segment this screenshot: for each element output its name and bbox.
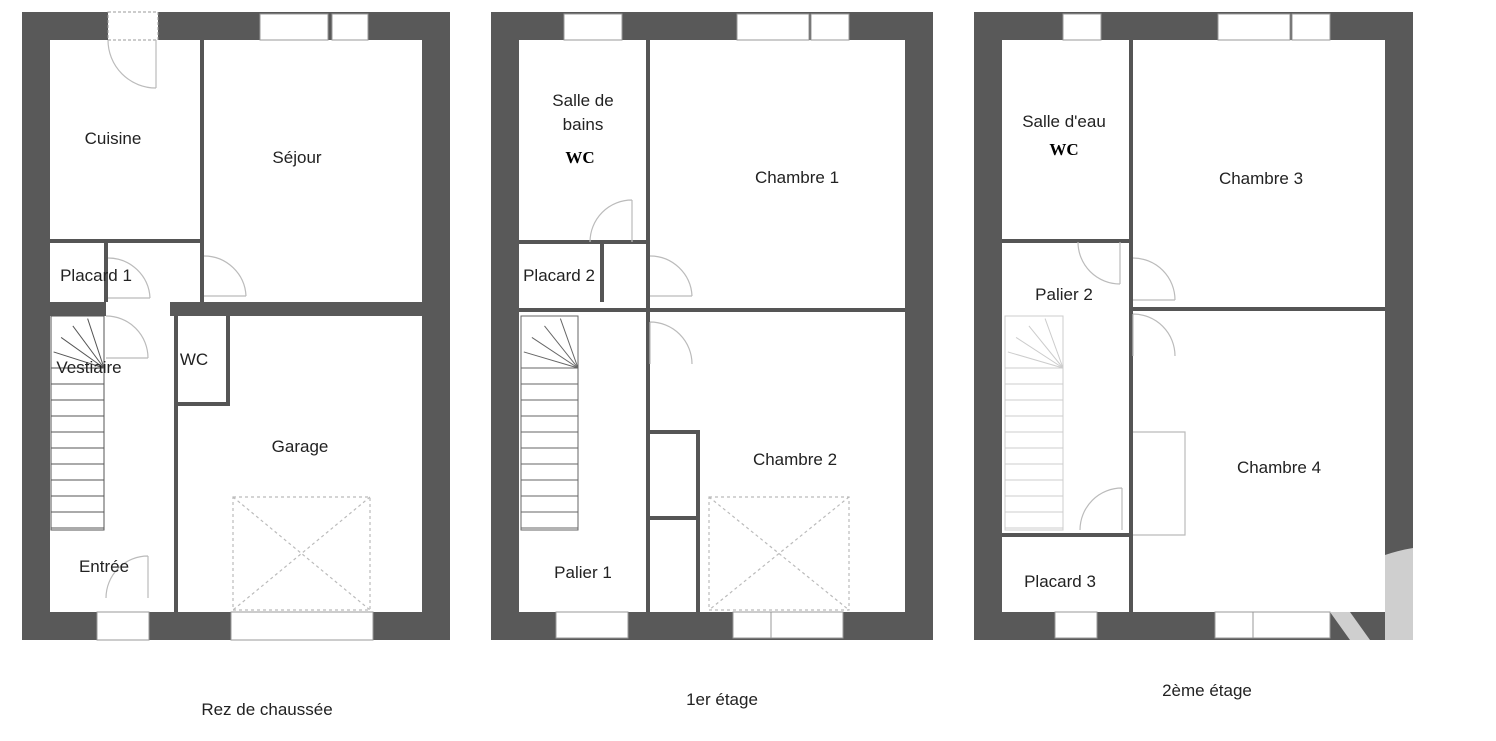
openings: [96, 11, 1331, 641]
stair-winder: [53, 351, 105, 369]
floor-caption-first: 1er étage: [686, 690, 758, 709]
room-label-placard-3: Placard 3: [1024, 572, 1096, 591]
room-label-wc-first: WC: [565, 148, 595, 167]
room-label-palier-2: Palier 2: [1035, 285, 1093, 304]
room-label-palier-1: Palier 1: [554, 563, 612, 582]
room-label-garage: Garage: [271, 437, 329, 456]
stair-winder: [87, 318, 105, 369]
stair-winder: [1015, 337, 1064, 369]
stair-winder: [523, 351, 579, 369]
stair-winder: [72, 325, 105, 369]
stair-winder: [559, 318, 579, 369]
room-label-entree: Entrée: [78, 557, 130, 576]
room-label-cuisine: Cuisine: [84, 129, 142, 148]
room-label-placard-1: Placard 1: [60, 266, 132, 285]
room-label-wc-second: WC: [1049, 140, 1079, 159]
fixtures: [105, 39, 1186, 611]
staircase: [520, 315, 579, 531]
room-label-chambre-2: Chambre 2: [752, 450, 838, 469]
outer-wall-second-floor: [974, 12, 1413, 640]
room-label-wc: WC: [179, 350, 209, 369]
stair-winder: [60, 337, 105, 369]
outer-wall-ground-floor: [22, 12, 450, 640]
stair-winder: [531, 337, 579, 369]
room-label-chambre-4: Chambre 4: [1236, 458, 1322, 477]
floor-caption-ground: Rez de chaussée: [201, 700, 333, 719]
stair-winder: [1044, 318, 1064, 369]
watermark-logo: [1330, 548, 1413, 640]
staircase: [50, 315, 105, 531]
staircases: [50, 315, 1064, 531]
staircase: [1004, 315, 1064, 531]
room-label-chambre-1: Chambre 1: [754, 168, 840, 187]
stair-winder: [544, 325, 579, 369]
interior-walls: [50, 40, 1385, 612]
room-label-vestiaire: Vestiaire: [56, 358, 122, 377]
room-label-sejour: Séjour: [272, 148, 322, 167]
stair-winder: [1028, 325, 1064, 369]
room-label-salle-deau: Salle d'eau: [1022, 112, 1106, 131]
room-label-salle-de-bains: Salle de bains: [552, 91, 614, 134]
room-label-placard-2: Placard 2: [523, 266, 595, 285]
floor-caption-second: 2ème étage: [1162, 681, 1252, 700]
walls: [22, 12, 1413, 640]
room-label-chambre-3: Chambre 3: [1218, 169, 1304, 188]
stair-winder: [1007, 351, 1064, 369]
